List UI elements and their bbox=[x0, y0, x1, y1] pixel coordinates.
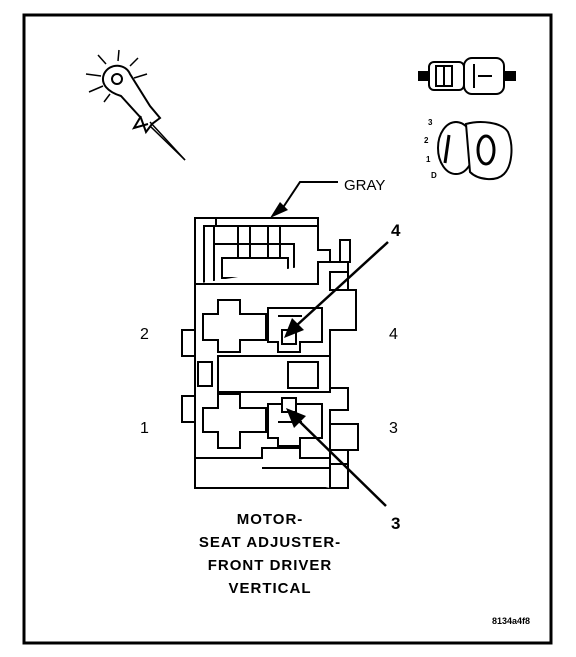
connector-color-label: GRAY bbox=[344, 177, 385, 194]
callout-label-3: 3 bbox=[391, 514, 400, 533]
pin-label-3: 3 bbox=[389, 420, 398, 437]
caption-line-4: VERTICAL bbox=[229, 580, 312, 597]
caption-line-2: SEAT ADJUSTER- bbox=[199, 534, 341, 551]
figure-id: 8134a4f8 bbox=[492, 616, 530, 626]
pin-label-4: 4 bbox=[389, 326, 398, 343]
pin-label-2: 2 bbox=[140, 326, 149, 343]
callout-arrow-3 bbox=[286, 408, 387, 507]
connector-icon bbox=[418, 57, 516, 95]
key-position-d: D bbox=[431, 171, 437, 180]
gray-leader-arrow bbox=[270, 181, 338, 218]
connector-face bbox=[181, 217, 359, 489]
key-position-3: 3 bbox=[428, 118, 433, 127]
callout-label-4: 4 bbox=[391, 221, 401, 240]
key-position-1: 1 bbox=[426, 155, 431, 164]
callout-arrow-4 bbox=[284, 241, 389, 338]
caption-line-1: MOTOR- bbox=[237, 511, 304, 528]
ignition-key-icon: 3 2 1 D bbox=[424, 118, 513, 180]
pin-label-1: 1 bbox=[140, 420, 149, 437]
caption-line-3: FRONT DRIVER bbox=[208, 557, 333, 574]
key-position-2: 2 bbox=[424, 136, 429, 145]
test-probe-icon bbox=[85, 49, 186, 161]
